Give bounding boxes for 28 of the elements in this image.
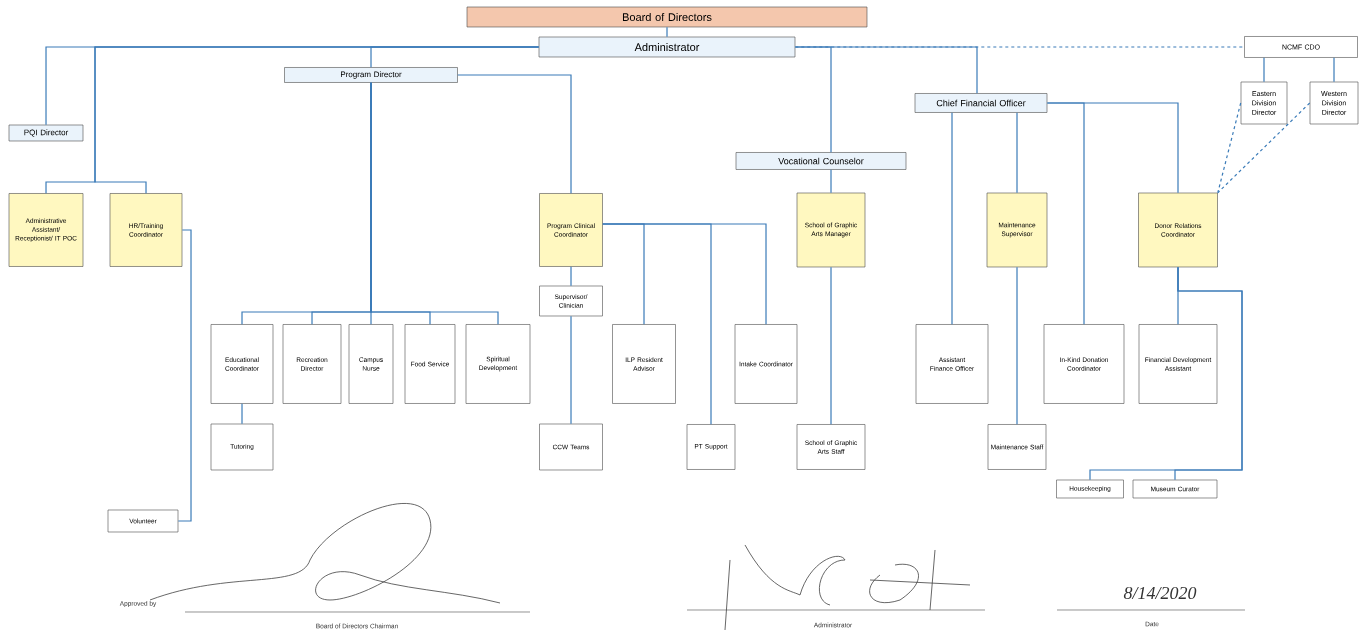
connector-line	[570, 266, 572, 287]
org-box: Vocational Counselor	[735, 152, 907, 170]
connector-line	[666, 26, 668, 38]
connector-line	[602, 223, 767, 325]
connector-line	[1174, 266, 1243, 481]
connector-line	[1217, 102, 1242, 194]
org-box: Program Director	[284, 67, 458, 83]
connector-line	[370, 46, 540, 68]
connector-line	[370, 82, 499, 325]
org-box: Chief Financial Officer	[914, 93, 1048, 113]
org-box: Administrator	[538, 36, 796, 58]
org-box: Board of Directors	[466, 6, 868, 28]
connector-line	[951, 112, 953, 325]
connector-line	[1217, 102, 1311, 194]
connector-line	[457, 74, 572, 194]
connector-line	[570, 315, 572, 425]
connector-line	[1333, 57, 1335, 83]
handwritten-date: 8/14/2020	[1123, 586, 1197, 600]
connector-line	[1046, 102, 1179, 194]
connector-line	[830, 169, 832, 194]
connector-line	[1016, 266, 1018, 425]
connector-line	[177, 229, 192, 522]
connector-line	[830, 266, 832, 425]
connector-line	[241, 403, 243, 425]
connector-line	[1263, 57, 1265, 83]
connector-line	[1016, 112, 1018, 194]
org-box: PQI Director	[8, 124, 84, 142]
connector-line	[794, 46, 978, 94]
